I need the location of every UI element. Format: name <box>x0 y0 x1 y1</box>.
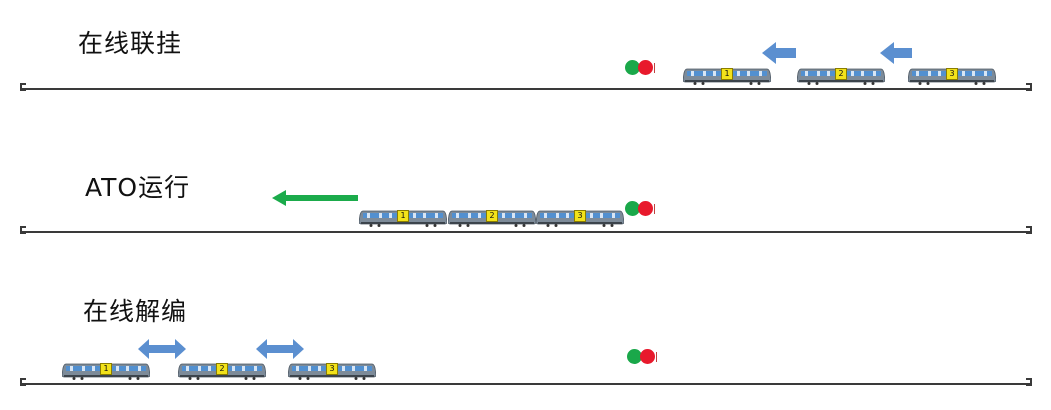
arrow-left-icon <box>762 42 798 64</box>
train-car: 2 <box>448 207 536 227</box>
car-number: 3 <box>574 210 586 222</box>
double-arrow-icon <box>138 339 186 359</box>
track-end-right <box>1026 226 1032 234</box>
track-end-left <box>20 226 26 234</box>
train-car: 2 <box>178 360 266 380</box>
signal <box>627 349 667 365</box>
scene-online-coupling: 在线联挂 1 2 3 <box>0 0 1051 130</box>
train-car: 2 <box>797 65 885 85</box>
train-car: 3 <box>908 65 996 85</box>
car-number: 2 <box>216 363 228 375</box>
arrow-left-icon <box>272 190 360 206</box>
track <box>20 226 1032 234</box>
signal-post <box>654 204 655 214</box>
track <box>20 378 1032 386</box>
scene-title: ATO运行 <box>85 173 191 202</box>
double-arrow-icon <box>256 339 304 359</box>
car-number: 1 <box>100 363 112 375</box>
signal-post <box>656 352 657 362</box>
car-number: 1 <box>397 210 409 222</box>
car-number: 1 <box>721 68 733 80</box>
car-number: 2 <box>486 210 498 222</box>
signal-red-lamp-icon <box>640 349 655 364</box>
signal-green-lamp-icon <box>625 201 640 216</box>
scene-title: 在线解编 <box>83 297 188 326</box>
signal-green-lamp-icon <box>627 349 642 364</box>
track-end-left <box>20 378 26 386</box>
signal-red-lamp-icon <box>638 60 653 75</box>
train-car: 1 <box>359 207 447 227</box>
car-number: 3 <box>326 363 338 375</box>
signal-red-lamp-icon <box>638 201 653 216</box>
signal-green-lamp-icon <box>625 60 640 75</box>
signal-post <box>654 63 655 73</box>
scene-ato-operation: ATO运行 1 2 3 <box>0 140 1051 270</box>
train-car: 1 <box>683 65 771 85</box>
train-car: 3 <box>288 360 376 380</box>
arrow-left-icon <box>880 42 914 64</box>
train-car: 3 <box>536 207 624 227</box>
car-number: 2 <box>835 68 847 80</box>
signal <box>625 201 665 217</box>
scene-title: 在线联挂 <box>78 29 183 58</box>
track-end-right <box>1026 83 1032 91</box>
track-end-right <box>1026 378 1032 386</box>
scene-online-decoupling: 在线解编 1 2 3 <box>0 280 1051 410</box>
train-car: 1 <box>62 360 150 380</box>
car-number: 3 <box>946 68 958 80</box>
signal <box>625 60 665 76</box>
track <box>20 83 1032 91</box>
track-end-left <box>20 83 26 91</box>
